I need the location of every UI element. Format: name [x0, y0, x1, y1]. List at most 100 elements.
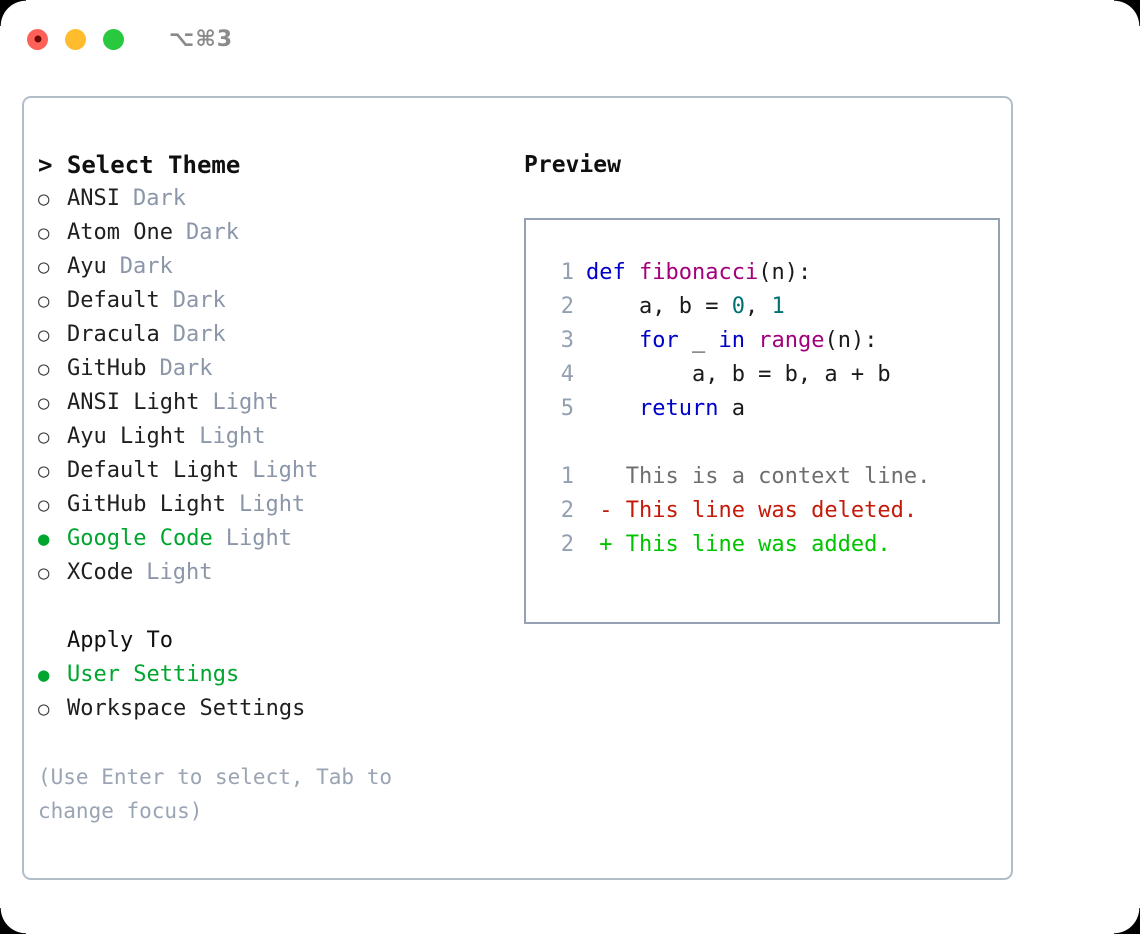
preview-header: Preview — [524, 152, 621, 178]
diff-line-content: - This line was deleted. — [586, 498, 918, 523]
diff-sample-block: 1 This is a context line.2 - This line w… — [544, 460, 998, 562]
theme-option-variant-tag: Dark — [132, 186, 186, 211]
radio-unselected-icon: ○ — [38, 188, 50, 210]
radio-unselected-icon: ○ — [38, 460, 50, 482]
radio-unselected-icon: ○ — [38, 426, 50, 448]
minimize-window-button[interactable] — [65, 28, 86, 50]
theme-option-default-light[interactable]: ○ Default Light Light — [38, 454, 503, 488]
window-titlebar: ⌥⌘3 — [0, 0, 1140, 78]
apply-to-option-label: Workspace Settings — [67, 696, 306, 721]
radio-unselected-icon: ○ — [38, 392, 50, 414]
theme-option-label: GitHub — [67, 356, 147, 381]
theme-option-label: ANSI Light — [67, 390, 200, 415]
theme-option-variant-tag: Light — [238, 492, 306, 517]
theme-option-dracula[interactable]: ○ Dracula Dark — [38, 318, 503, 352]
keyboard-hint-text: (Use Enter to select, Tab to change focu… — [38, 765, 393, 823]
code-token-txt: _ — [678, 328, 719, 353]
radio-unselected-icon: ○ — [38, 562, 50, 584]
theme-option-label: ANSI — [67, 186, 120, 211]
apply-to-options-list: ● User Settings ○ Workspace Settings — [38, 658, 503, 726]
code-token-num: 0 — [731, 294, 745, 319]
radio-unselected-icon: ○ — [38, 698, 50, 720]
theme-option-ansi[interactable]: ○ ANSI Dark — [38, 182, 503, 216]
radio-unselected-icon: ○ — [38, 358, 50, 380]
code-token-num: 1 — [771, 294, 785, 319]
theme-option-google-code[interactable]: ● Google Code Light — [38, 522, 503, 556]
code-token-txt — [745, 328, 758, 353]
apply-to-option-user-settings[interactable]: ● User Settings — [38, 658, 503, 692]
code-diff-spacer — [544, 426, 998, 460]
screenshot-corner-bottom-right — [1114, 908, 1140, 934]
maximize-window-button[interactable] — [103, 28, 124, 50]
code-line-content: for _ in range(n): — [586, 324, 877, 358]
radio-unselected-icon: ○ — [38, 324, 50, 346]
code-line: 1 def fibonacci(n): — [544, 256, 998, 290]
code-token-kw: return — [638, 396, 719, 421]
code-token-txt: a — [718, 396, 745, 421]
code-token-kw: def — [586, 260, 639, 285]
theme-option-label: Dracula — [67, 322, 160, 347]
diff-line-add: 2 + This line was added. — [544, 528, 998, 562]
code-token-txt: (n): — [758, 260, 812, 285]
code-token-fn: range — [758, 328, 825, 353]
theme-option-variant-tag: Dark — [172, 288, 226, 313]
code-line-content: return a — [586, 392, 745, 426]
apply-to-option-workspace-settings[interactable]: ○ Workspace Settings — [38, 692, 503, 726]
diff-line-number: 2 — [560, 532, 574, 557]
code-line: 3 for _ in range(n): — [544, 324, 998, 358]
radio-unselected-icon: ○ — [38, 222, 50, 244]
theme-option-label: Ayu Light — [67, 424, 187, 449]
theme-option-variant-tag: Light — [252, 458, 319, 483]
code-token-kw: in — [718, 328, 745, 353]
section-spacer — [38, 590, 503, 624]
code-token-kw: for — [638, 328, 679, 353]
code-line-number: 2 — [560, 294, 574, 319]
close-window-button[interactable] — [27, 28, 48, 50]
code-token-txt: (n): — [824, 328, 878, 353]
radio-unselected-icon: ○ — [38, 290, 50, 312]
theme-option-variant-tag: Light — [225, 526, 292, 551]
diff-line-number: 2 — [560, 498, 574, 523]
code-token-txt: a, b = — [586, 294, 732, 319]
code-line-content: def fibonacci(n): — [586, 256, 811, 290]
code-line: 5 return a — [544, 392, 998, 426]
code-token-fn: fibonacci — [638, 260, 759, 285]
code-line-number: 1 — [560, 260, 574, 285]
code-line: 4 a, b = b, a + b — [544, 358, 998, 392]
apply-to-option-label: User Settings — [67, 662, 240, 687]
theme-option-label: Default Light — [67, 458, 240, 483]
diff-line-content: + This line was added. — [586, 532, 891, 557]
traffic-light-buttons — [27, 28, 124, 50]
theme-option-atom-one[interactable]: ○ Atom One Dark — [38, 216, 503, 250]
screenshot-corner-bottom-left — [0, 908, 26, 934]
code-line-number: 3 — [560, 328, 574, 353]
radio-unselected-icon: ○ — [38, 256, 50, 278]
code-line-number: 4 — [560, 362, 574, 387]
theme-option-github[interactable]: ○ GitHub Dark — [38, 352, 503, 386]
theme-option-variant-tag: Light — [146, 560, 213, 585]
theme-option-variant-tag: Dark — [185, 220, 239, 245]
theme-option-variant-tag: Dark — [159, 356, 213, 381]
radio-unselected-icon: ○ — [38, 494, 50, 516]
radio-selected-icon: ● — [38, 528, 50, 550]
theme-option-variant-tag: Dark — [172, 322, 226, 347]
keyboard-shortcut-label: ⌥⌘3 — [169, 26, 234, 52]
code-line-content: a, b = b, a + b — [586, 358, 891, 392]
theme-option-label: Google Code — [67, 526, 213, 551]
theme-option-label: Atom One — [67, 220, 173, 245]
radio-selected-icon: ● — [38, 664, 50, 686]
theme-option-label: Ayu — [67, 254, 107, 279]
select-theme-header: > Select Theme — [38, 151, 241, 179]
